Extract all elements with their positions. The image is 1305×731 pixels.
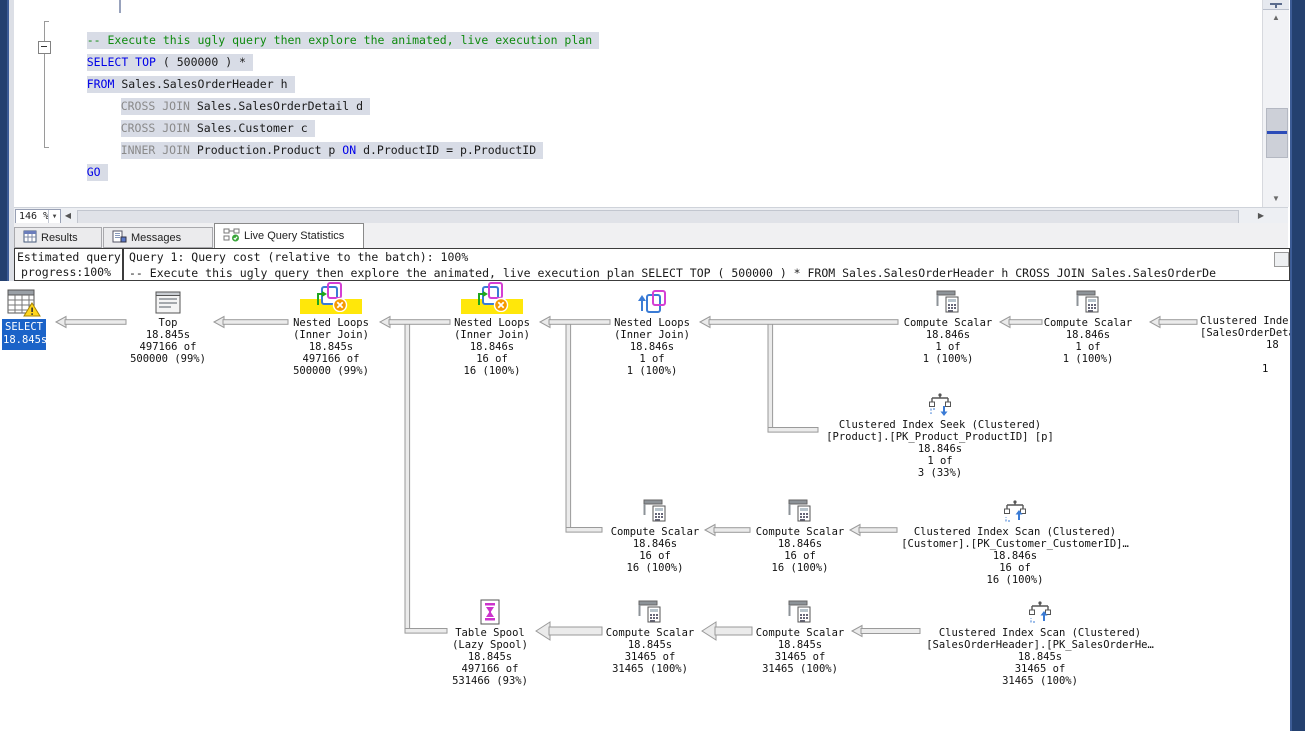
query-text-line: -- Execute this ugly query then explore … <box>129 266 1217 280</box>
code-line-inner-join: INNER JOIN Production.Product p ON d.Pro… <box>93 125 544 176</box>
query-cost-panel: Query 1: Query cost (relative to the bat… <box>123 248 1290 281</box>
query-editor[interactable]: -- Execute this ugly query then explore … <box>14 0 1262 207</box>
code-fold-line <box>44 21 45 148</box>
plan-node-compute-scalar-1[interactable]: Compute Scalar 18.846s 1 of 1 (100%) <box>828 285 1068 365</box>
plan-node-select[interactable]: SELECT 18.845s <box>2 287 47 350</box>
compute-scalar-icon <box>530 595 770 625</box>
query-cost-line: Query 1: Query cost (relative to the bat… <box>129 250 469 264</box>
results-grid-icon <box>23 230 37 246</box>
live-execution-plan-canvas[interactable]: SELECT 18.845s Top 18.845s 497166 of 500… <box>0 281 1305 731</box>
vertical-scrollbar-thumb[interactable] <box>1266 108 1288 158</box>
query-stats-header: Estimated query progress:100% Query 1: Q… <box>14 248 1290 281</box>
compute-scalar-icon <box>828 285 1068 315</box>
scroll-right-icon[interactable]: ▶ <box>1257 211 1265 220</box>
estimated-progress-panel: Estimated query progress:100% <box>14 248 123 281</box>
live-query-statistics-icon <box>223 228 240 245</box>
code-line-comment: -- Execute this ugly query then explore … <box>59 15 600 66</box>
chevron-down-icon[interactable]: ▼ <box>48 210 60 223</box>
editor-vertical-scrollbar[interactable]: ▲ ▼ <box>1262 0 1289 207</box>
messages-icon <box>112 230 127 246</box>
progress-label-line1: Estimated query <box>17 250 121 264</box>
plan-node-clustered-index-partial[interactable]: Clustered Inde [SalesOrderDetai 18 1 <box>1200 315 1302 375</box>
plan-node-table-spool[interactable]: Table Spool (Lazy Spool) 18.845s 497166 … <box>370 595 610 687</box>
compute-scalar-icon <box>680 595 920 625</box>
scroll-up-icon[interactable]: ▲ <box>1272 13 1280 22</box>
editor-zoom-dropdown[interactable]: 146 % ▼ <box>15 209 61 224</box>
top-icon <box>48 285 288 315</box>
index-scan-icon <box>895 494 1135 524</box>
panel-collapse-button[interactable] <box>1274 252 1289 267</box>
table-spool-icon <box>370 595 610 625</box>
code-fold-collapse-button[interactable] <box>38 41 51 54</box>
progress-label-line2: progress:100% <box>21 265 112 279</box>
plan-node-compute-scalar-2[interactable]: Compute Scalar 18.846s 1 of 1 (100%) <box>968 285 1208 365</box>
code-line-from: FROM Sales.SalesOrderHeader h <box>59 59 295 110</box>
selected-node-label: SELECT 18.845s <box>2 319 47 350</box>
index-seek-icon <box>820 387 1060 417</box>
plan-node-clustered-index-scan-customer[interactable]: Clustered Index Scan (Clustered) [Custom… <box>895 494 1135 586</box>
plan-node-clustered-index-scan-salesorderheader[interactable]: Clustered Index Scan (Clustered) [SalesO… <box>920 595 1160 687</box>
scroll-down-icon[interactable]: ▼ <box>1272 194 1280 203</box>
code-line-cross-join-2: CROSS JOIN Sales.Customer c <box>93 103 315 154</box>
index-scan-icon <box>920 595 1160 625</box>
caret-artifact <box>119 0 121 13</box>
fold-tick-bottom <box>44 147 49 148</box>
plan-node-compute-scalar-3[interactable]: Compute Scalar 18.846s 16 of 16 (100%) <box>535 494 775 574</box>
tab-messages[interactable]: Messages <box>103 227 213 248</box>
window-right-border <box>1290 0 1305 731</box>
nested-loops-error-icon <box>313 282 349 315</box>
tab-results[interactable]: Results <box>14 227 102 248</box>
code-line-go: GO <box>59 147 108 198</box>
code-line-select: SELECT TOP ( 500000 ) * <box>59 37 253 88</box>
splitter-grip-icon[interactable] <box>1263 0 1289 10</box>
plan-node-nested-loops-1[interactable]: Nested Loops (Inner Join) 18.845s 497166… <box>211 282 451 377</box>
plan-node-nested-loops-2[interactable]: Nested Loops (Inner Join) 18.846s 16 of … <box>372 282 612 377</box>
plan-node-compute-scalar-4[interactable]: Compute Scalar 18.846s 16 of 16 (100%) <box>680 494 920 574</box>
zoom-level-value: 146 % <box>19 211 50 222</box>
nested-loops-error-icon <box>474 282 510 315</box>
plan-node-nested-loops-3[interactable]: Nested Loops (Inner Join) 18.846s 1 of 1… <box>532 285 772 377</box>
plan-connectors <box>54 315 1198 641</box>
sql-comment: -- Execute this ugly query then explore … <box>86 33 593 47</box>
plan-node-clustered-index-seek-product[interactable]: Clustered Index Seek (Clustered) [Produc… <box>820 387 1060 479</box>
plan-node-top[interactable]: Top 18.845s 497166 of 500000 (99%) <box>48 285 288 365</box>
horizontal-scrollbar-thumb[interactable] <box>77 210 1239 224</box>
plan-node-compute-scalar-5[interactable]: Compute Scalar 18.845s 31465 of 31465 (1… <box>530 595 770 675</box>
tab-label: Results <box>41 231 78 244</box>
code-line-cross-join-1: CROSS JOIN Sales.SalesOrderDetail d <box>93 81 371 132</box>
compute-scalar-icon <box>680 494 920 524</box>
plan-node-compute-scalar-6[interactable]: Compute Scalar 18.845s 31465 of 31465 (1… <box>680 595 920 675</box>
tab-label: Messages <box>131 231 182 244</box>
results-tab-strip: Results Messages Live Query Statistics <box>14 223 1288 248</box>
result-grid-warning-icon <box>2 287 46 317</box>
compute-scalar-icon <box>968 285 1208 315</box>
fold-tick-top <box>44 21 49 22</box>
scroll-left-icon[interactable]: ◀ <box>64 211 72 220</box>
tab-label: Live Query Statistics <box>244 230 345 242</box>
editor-bottom-scroll-row: 146 % ▼ ◀ ▶ <box>14 207 1288 224</box>
compute-scalar-icon <box>535 494 775 524</box>
tab-live-query-statistics[interactable]: Live Query Statistics <box>214 223 364 248</box>
nested-loops-icon <box>532 285 772 315</box>
caret-position-marker <box>1267 131 1287 134</box>
